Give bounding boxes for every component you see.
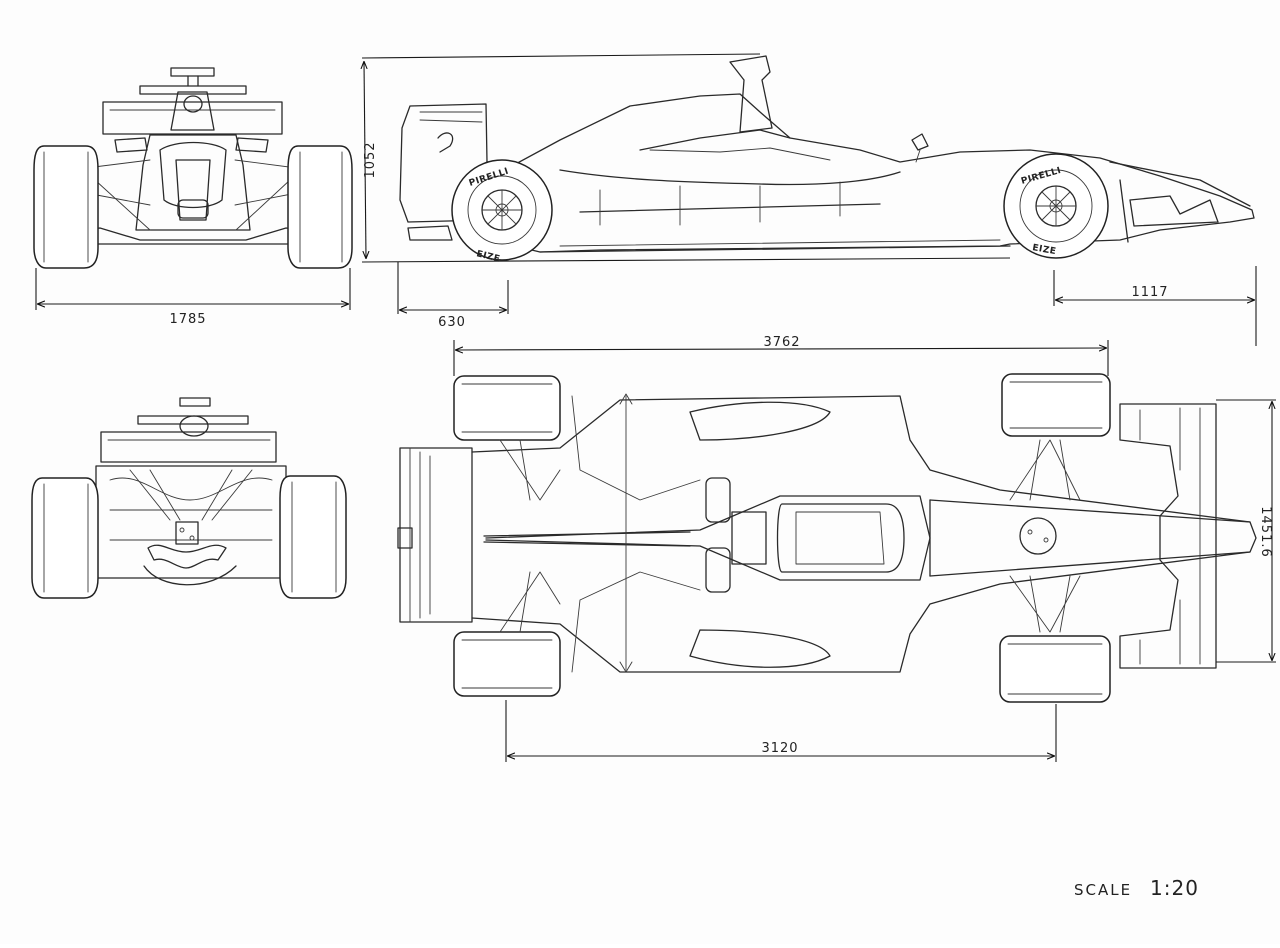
scale-label: SCALE — [1074, 881, 1132, 899]
dim-label-track-front: 1785 — [169, 312, 206, 327]
dim-track-rear: 1451.6 — [1216, 399, 1276, 663]
dim-overhang-front: 1117 — [1053, 266, 1257, 346]
dim-wheelbase: 3120 — [505, 700, 1057, 762]
dim-length: 3762 — [453, 335, 1109, 376]
rear-view — [31, 397, 347, 599]
dim-height: 1052 — [362, 53, 1011, 263]
side-view: PIRELLI EIZE PIRELLI EIZE — [399, 55, 1255, 265]
dim-overhang-rear: 630 — [397, 262, 509, 330]
scale-note: SCALE 1:20 — [1074, 876, 1199, 900]
tyre-text-front-bottom: EIZE — [1031, 243, 1057, 257]
top-view — [397, 373, 1257, 703]
dim-label-3762: 3762 — [763, 335, 800, 350]
dim-label-630: 630 — [438, 315, 466, 330]
dim-label-height: 1052 — [363, 141, 378, 178]
dim-label-1117: 1117 — [1131, 285, 1168, 300]
front-view — [33, 67, 353, 269]
dim-track-front: 1785 — [35, 268, 351, 327]
dim-label-1451: 1451.6 — [1258, 506, 1273, 558]
dim-label-3120: 3120 — [761, 741, 798, 756]
scale-value: 1:20 — [1150, 876, 1199, 900]
